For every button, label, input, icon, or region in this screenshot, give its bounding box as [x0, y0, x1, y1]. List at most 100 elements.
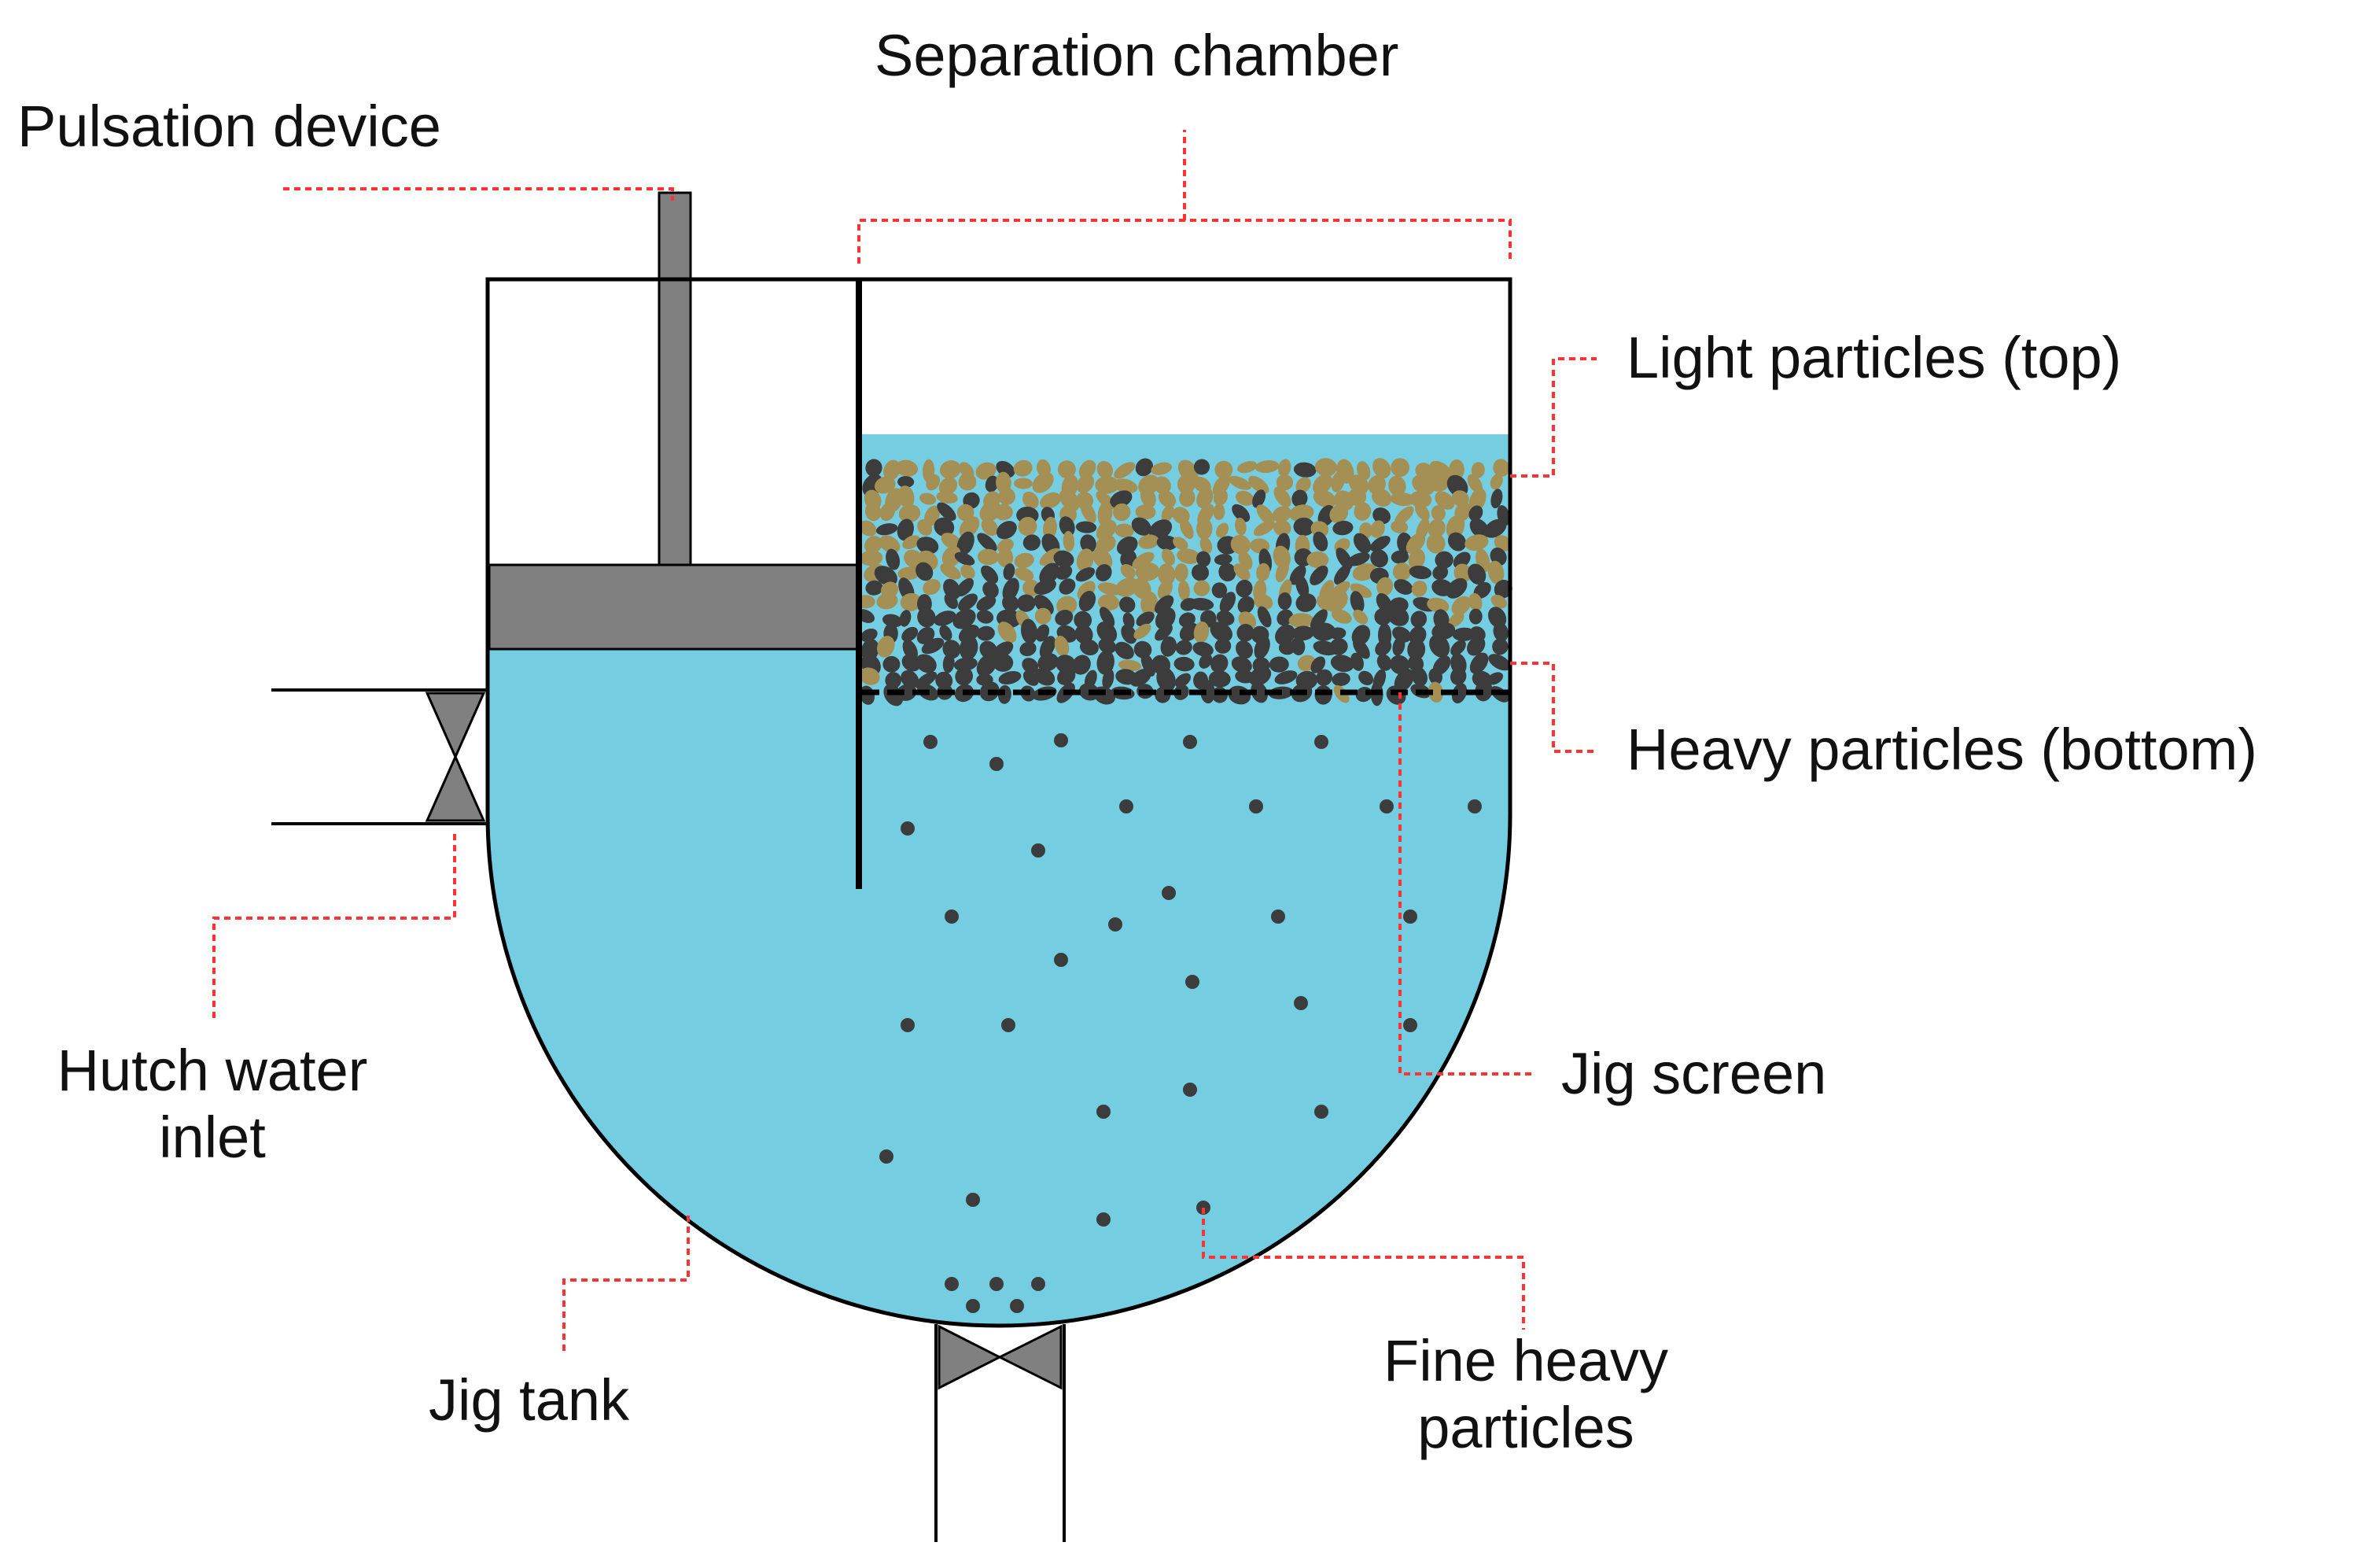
light-particle	[1092, 548, 1113, 570]
heavy-particle	[1409, 565, 1432, 580]
heavy-particle	[1432, 565, 1449, 581]
heavy-particle	[1450, 667, 1467, 685]
heavy-particle	[1452, 627, 1476, 641]
light-particle	[1254, 460, 1280, 474]
label-pulsation-device: Pulsation device	[17, 94, 441, 159]
heavy-particle	[1155, 624, 1173, 641]
heavy-particle	[1189, 598, 1214, 611]
heavy-particle	[897, 476, 915, 488]
light-particle	[1468, 488, 1487, 512]
light-particle	[1272, 506, 1291, 522]
fine-heavy-particle	[1403, 909, 1417, 924]
fine-heavy-particle	[879, 1149, 893, 1164]
heavy-particle	[960, 635, 978, 661]
label-hutch-water-line1: Hutch water	[57, 1038, 368, 1103]
light-particle	[1138, 534, 1159, 549]
heavy-particle	[874, 566, 898, 586]
light-particle	[940, 563, 961, 580]
light-particle	[1098, 594, 1120, 611]
inlet-valve-icon	[425, 692, 486, 822]
heavy-particle	[1350, 652, 1364, 671]
light-particle	[864, 502, 882, 522]
light-particle	[1493, 459, 1510, 478]
light-particle	[1118, 659, 1142, 672]
heavy-particle	[934, 517, 955, 537]
light-particle	[1113, 503, 1131, 522]
light-particle	[958, 473, 977, 491]
heavy-particle	[1330, 655, 1354, 673]
heavy-particle	[954, 552, 975, 566]
light-particle	[1014, 567, 1034, 581]
heavy-particle	[1483, 518, 1507, 538]
leader-jig-tank	[562, 1216, 690, 1353]
light-particle	[998, 488, 1016, 506]
heavy-particle	[1369, 536, 1391, 552]
heavy-particle	[1216, 610, 1235, 626]
heavy-particle	[942, 640, 961, 659]
light-particle	[1427, 597, 1450, 613]
fine-heavy-particle	[989, 757, 1004, 771]
light-particle	[1237, 461, 1258, 474]
heavy-particle	[1079, 639, 1099, 655]
light-particle	[1428, 681, 1444, 703]
light-particle	[902, 535, 921, 550]
light-particle	[1468, 592, 1483, 611]
light-particle	[1415, 503, 1430, 521]
light-particle	[876, 592, 898, 610]
light-particle	[1230, 534, 1251, 555]
light-particle	[1295, 477, 1311, 493]
heavy-particle	[1277, 592, 1292, 611]
light-particle	[1213, 504, 1225, 521]
light-particle	[1114, 462, 1136, 479]
heavy-particle	[1487, 672, 1504, 685]
heavy-particle	[1358, 670, 1374, 686]
fine-heavy-particle	[1183, 735, 1197, 749]
pulsation-piston-rod	[658, 191, 692, 566]
light-particle	[1331, 470, 1345, 493]
heavy-particle	[1453, 552, 1471, 569]
light-particle	[1177, 548, 1201, 564]
fine-heavy-particle	[1271, 909, 1285, 924]
light-particle	[923, 579, 941, 596]
heavy-particle	[1236, 624, 1254, 642]
heavy-particle	[944, 592, 958, 610]
light-particle	[941, 545, 961, 567]
fine-heavy-particle	[1249, 799, 1263, 814]
heavy-particle	[1196, 551, 1211, 567]
fine-heavy-particle	[1108, 917, 1122, 932]
label-fine-heavy-line1: Fine heavy	[1383, 1328, 1668, 1393]
fine-heavy-particle	[966, 1193, 980, 1207]
heavy-particle	[1017, 594, 1036, 612]
heavy-particle	[1136, 611, 1155, 627]
heavy-particle	[865, 580, 883, 596]
fine-heavy-particle	[1380, 799, 1394, 814]
light-particle	[941, 533, 962, 550]
heavy-particle	[1130, 668, 1151, 687]
light-particle	[1289, 504, 1314, 522]
heavy-particle	[860, 628, 878, 643]
heavy-particle	[1059, 578, 1076, 595]
heavy-particle	[1121, 624, 1137, 644]
light-particle	[1135, 504, 1156, 520]
light-particle	[997, 538, 1014, 553]
heavy-particle	[1055, 610, 1074, 626]
heavy-particle	[1370, 549, 1388, 568]
fine-heavy-particle	[1054, 953, 1068, 967]
light-particle	[1347, 488, 1367, 506]
heavy-particle	[939, 625, 952, 641]
heavy-particle	[1110, 490, 1133, 508]
light-particle	[1372, 488, 1392, 507]
fine-heavy-particle	[989, 1277, 1004, 1291]
leader-fine-heavy-particles	[1202, 1208, 1525, 1330]
heavy-particle	[1252, 489, 1266, 508]
heavy-particle	[1375, 640, 1392, 656]
heavy-particle	[1490, 489, 1503, 509]
heavy-particle	[1435, 551, 1453, 569]
light-particle	[1448, 611, 1464, 628]
heavy-particle	[1033, 578, 1056, 595]
fine-heavy-particle	[1314, 735, 1328, 749]
light-particle	[1063, 530, 1075, 552]
heavy-particle	[1468, 563, 1487, 585]
heavy-particle	[1446, 577, 1468, 599]
light-particle	[1408, 548, 1425, 570]
